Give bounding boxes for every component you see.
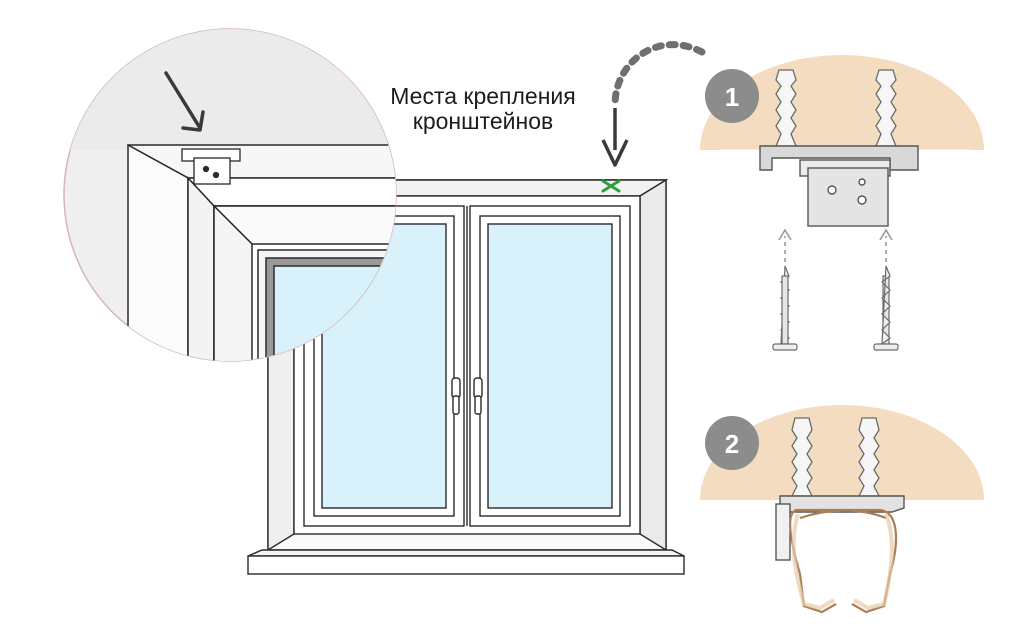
ceiling-surface (700, 55, 984, 150)
insert-arrows (784, 236, 887, 262)
dashed-arrow-icon (601, 41, 706, 167)
handle-left (451, 377, 461, 415)
step-number-1: 1 (725, 82, 739, 112)
ceiling-surface (700, 405, 984, 500)
bracket-mounted (775, 495, 905, 561)
window-right-bevel (639, 178, 667, 552)
screw-icon (873, 265, 899, 351)
step-number-2: 2 (725, 429, 739, 459)
window (247, 178, 685, 575)
window-sill-top (247, 549, 685, 557)
screw-icon (772, 265, 798, 351)
bracket-small (181, 148, 241, 185)
step-2-panel: 2 (700, 405, 984, 614)
x-mark-icon (601, 179, 621, 193)
step-1-panel: 1 (700, 55, 984, 351)
arrow-down-icon (164, 71, 205, 132)
mounting-points-caption: Места крепления кронштейнов (348, 84, 618, 134)
window-sill (247, 555, 685, 575)
step-badge-2: 2 (705, 416, 759, 470)
step-badge-1: 1 (705, 69, 759, 123)
rail-profile (789, 508, 898, 614)
handle-right (473, 377, 483, 415)
right-glass (487, 223, 613, 509)
caption-line-2: кронштейнов (412, 108, 554, 134)
caption-line-1: Места крепления (390, 83, 576, 109)
bracket-large (759, 145, 919, 227)
